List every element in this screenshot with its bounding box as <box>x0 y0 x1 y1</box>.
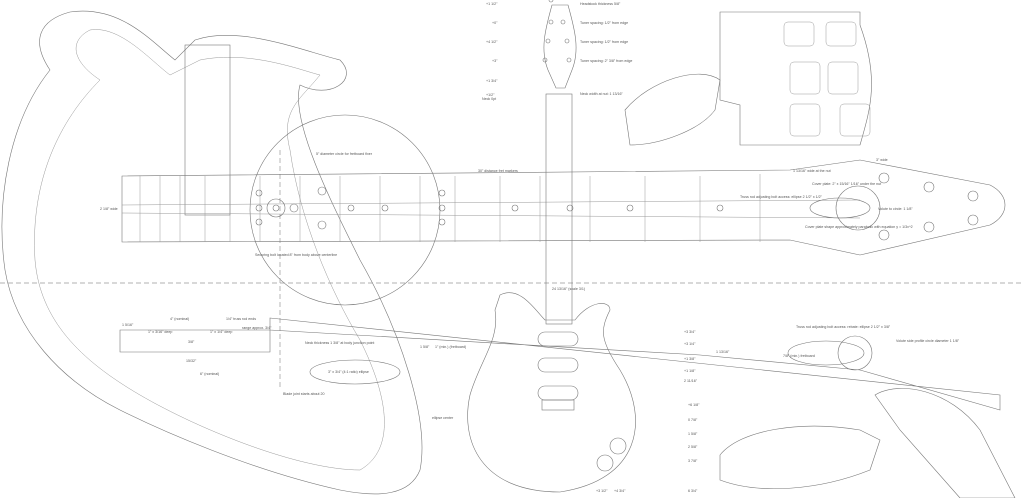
body-inner-line <box>34 29 385 471</box>
headstock <box>543 4 577 89</box>
note-label: range approx. 3/4" <box>242 326 272 330</box>
pickguard-large <box>719 11 872 146</box>
pickups <box>537 331 627 472</box>
note-label: 1" x 3/16" deep <box>148 330 172 334</box>
volute-circle <box>837 335 873 371</box>
note-label: 1/4" truss rod ends <box>226 317 256 321</box>
note-label: Neck width at nut: 1 13/16" <box>580 92 624 96</box>
note-label: Blade joint starts about 20 <box>283 392 325 396</box>
note-label: 1 5/8" <box>420 345 430 349</box>
fretboard-circle <box>249 114 441 306</box>
neck-pocket <box>184 44 231 216</box>
render-headstock-1 <box>719 425 881 490</box>
neck-top-view <box>121 159 1006 256</box>
dim-label: 2 5/8" <box>688 445 698 449</box>
note-label: 5" diameter circle for fretboard fixer <box>316 152 373 156</box>
dim-label: +4 3/4" <box>614 489 626 493</box>
dim-label: +1 1/8" <box>684 369 696 373</box>
neck-heel-profile <box>119 329 271 353</box>
dim-label: +1 3/8" <box>684 357 696 361</box>
dim-label: 3 7/8" <box>688 459 698 463</box>
guitar-body-small <box>467 292 636 493</box>
body-dims: 24 13/16" (scale 3/1) ellipse center +3 … <box>432 287 700 493</box>
fret-markers <box>255 172 979 241</box>
note-label: Cover plate shape approximately paraboli… <box>805 225 913 229</box>
note-label: 30" distance fret markers <box>478 169 518 173</box>
note-label: Tuner spacing: 1/2" from edge <box>580 21 628 25</box>
note-label: 1 13/16" wide at the nut <box>793 169 831 173</box>
render-headstock-2 <box>874 388 1016 498</box>
dim-label: +1/2" <box>486 93 495 97</box>
note-label: Tuner spacing: 2" 3/8" from edge <box>580 59 632 63</box>
note-label: 3/8" <box>188 340 195 344</box>
note-label: 6" (nominal) <box>200 372 219 376</box>
dim-label: +3" <box>492 59 498 63</box>
note-label: 24 13/16" (scale 3/1) <box>552 287 585 291</box>
note-label: Cover plate: 2" x 15/16" 1/16" under the… <box>812 182 881 186</box>
dim-label: 0 7/8" <box>688 418 698 422</box>
note-label: Neck thickness 1 3/8" at body junction p… <box>305 341 374 345</box>
note-label: 2 1/8" wide <box>100 207 118 211</box>
dim-label: 6 3/4" <box>688 489 698 493</box>
heel-ellipse <box>309 359 401 385</box>
dim-label: +1 1/2" <box>486 2 498 6</box>
note-label: 15/32" <box>186 359 197 363</box>
note-label: Volute side profile circle diameter 1 1/… <box>896 339 960 343</box>
tuner-holes <box>542 0 572 63</box>
note-label: Tuner spacing: 1/2" from edge <box>580 40 628 44</box>
dim-label: Neck 0pt <box>482 97 496 101</box>
note-label: 3" wide <box>876 158 888 162</box>
note-label: Volute to circle: 1 1/8" <box>878 207 913 211</box>
dim-label: +6 1/8" <box>688 403 700 407</box>
dim-label: 1 5/8" <box>688 432 698 436</box>
note-label: Headstock thickness 5/8" <box>580 2 621 6</box>
pickguard-cutouts <box>783 21 871 137</box>
dim-label: +1 3/4" <box>486 79 498 83</box>
dim-label: +3 1/2" <box>596 489 608 493</box>
dim-label: +4 1/2" <box>486 40 498 44</box>
neck-notes: 2 1/8" wide 5" diameter circle for fretb… <box>100 152 913 257</box>
note-label: 1" x 1/4" deep <box>210 330 232 334</box>
dim-label: +0" <box>492 21 498 25</box>
body-outline-large <box>1 10 423 495</box>
frets <box>121 174 861 242</box>
headstock-dims: +1 1/2" +0" +4 1/2" +3" +1 3/4" +1/2" Ne… <box>482 2 632 101</box>
note-label: Securing bolt located 8" from body above… <box>255 253 337 257</box>
dim-label: +3 3/4" <box>684 330 696 334</box>
note-label: 7/8" (min.) fretboard <box>783 354 815 358</box>
note-label: 3" x 3/4" (4:1 ratio) ellipse <box>328 370 369 374</box>
note-label: 4" (nominal) <box>170 317 189 321</box>
note-label: 1 13/16" <box>716 350 730 354</box>
pickguard-small <box>624 73 721 146</box>
neck-side-profile <box>269 317 1001 411</box>
side-notes: 4" (nominal) 1/4" truss rod ends 1 5/16"… <box>122 317 960 396</box>
note-label: Truss rod adjusting bolt access: rebate:… <box>796 325 891 329</box>
fretboard-vertical <box>545 93 573 325</box>
note-label: Truss rod adjusting bolt access: ellipse… <box>740 195 823 199</box>
note-label: 1" (min.) (fretboard) <box>435 345 466 349</box>
dim-label: +3 1/4" <box>684 342 696 346</box>
note-label: ellipse center <box>432 416 454 420</box>
truss-access-ellipse <box>787 340 865 366</box>
dim-label: 2 11/16" <box>684 379 698 383</box>
note-label: 1 5/16" <box>122 323 134 327</box>
